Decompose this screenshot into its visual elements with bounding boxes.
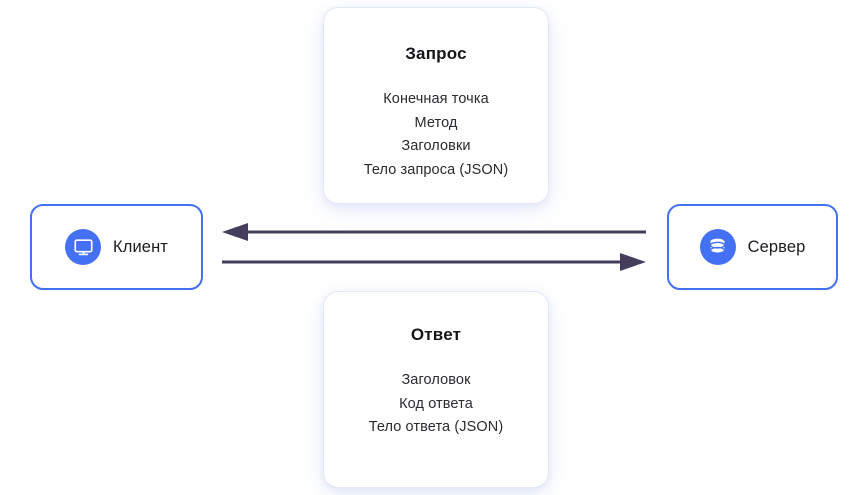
response-card-title: Ответ <box>410 325 462 344</box>
client-node-label: Клиент <box>113 237 168 256</box>
list-item: Код ответа <box>399 395 473 412</box>
response-card: Ответ Заголовок Код ответа Тело ответа (… <box>324 292 548 487</box>
list-item: Конечная точка <box>383 91 489 107</box>
request-card-list: Конечная точка Метод Заголовки Тело запр… <box>324 88 548 182</box>
server-to-client-arrow <box>222 223 646 241</box>
server-node-label: Сервер <box>747 237 806 256</box>
list-item: Тело ответа (JSON) <box>368 419 504 435</box>
request-card-title: Запрос <box>405 44 467 63</box>
list-item: Заголовок <box>401 372 471 388</box>
server-node[interactable]: Сервер <box>667 204 838 290</box>
list-item: Заголовки <box>401 138 471 154</box>
monitor-icon <box>65 229 102 265</box>
client-to-server-arrow <box>222 253 646 271</box>
list-item: Метод <box>414 114 458 131</box>
request-card: Запрос Конечная точка Метод Заголовки Те… <box>324 8 548 203</box>
database-icon <box>699 229 736 265</box>
response-card-list: Заголовок Код ответа Тело ответа (JSON) <box>324 369 548 440</box>
list-item: Тело запроса (JSON) <box>363 161 509 178</box>
client-node[interactable]: Клиент <box>30 204 203 290</box>
